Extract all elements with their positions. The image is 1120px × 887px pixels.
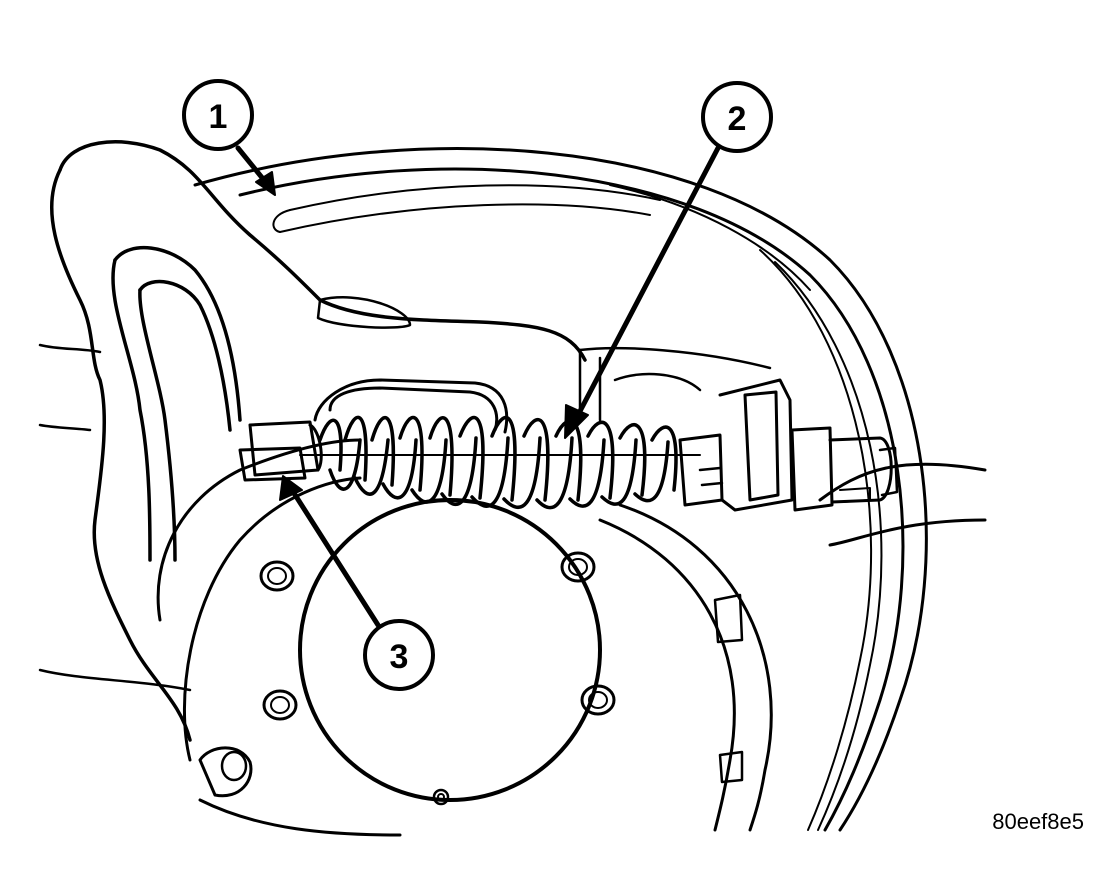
callout-2-circle — [701, 81, 773, 153]
callout-3-number: 3 — [390, 638, 409, 676]
cable-spring — [299, 415, 701, 510]
callout-3-circle — [363, 619, 435, 691]
hub-assembly — [156, 438, 773, 837]
cable-connector — [678, 378, 899, 512]
hub-center — [298, 498, 602, 802]
callout-1-arrowhead — [255, 171, 276, 196]
callout-2: 2 — [564, 81, 773, 439]
stud-hole — [580, 684, 616, 716]
steering-knuckle — [38, 140, 587, 742]
cable-end-retainer — [238, 420, 323, 482]
callout-2-number: 2 — [728, 100, 747, 138]
callout-1-number: 1 — [209, 98, 228, 136]
stud-hole — [262, 689, 298, 721]
callout-1-circle — [182, 79, 254, 151]
stud-hole — [259, 560, 295, 592]
backing-plate-rings — [193, 147, 987, 832]
figure-id-label: 80eef8e5 — [992, 809, 1084, 834]
callout-3-leader — [289, 487, 381, 628]
callout-3: 3 — [279, 475, 435, 691]
callout-2-leader — [575, 145, 721, 418]
callout-1: 1 — [182, 79, 276, 196]
callout-2-arrowhead — [564, 404, 589, 439]
callout-3-arrowhead — [279, 475, 303, 501]
stud-hole — [560, 551, 596, 583]
